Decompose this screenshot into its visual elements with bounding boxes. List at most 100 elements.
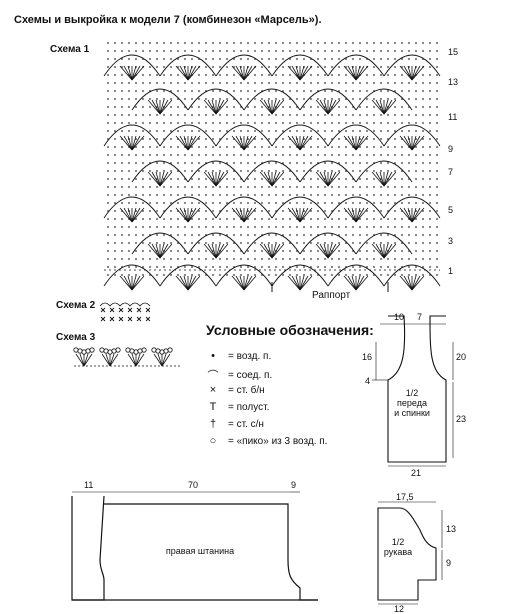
fan-stitch: [379, 243, 385, 259]
fan-stitch: [159, 99, 169, 115]
fan-stitch: [147, 99, 161, 115]
fan-stitch: [147, 171, 161, 187]
fan-stitch: [215, 171, 221, 187]
legend-item-double: † = ст. с/н: [206, 418, 264, 430]
arch-stroke: [355, 88, 413, 111]
legend-item-chain: • = возд. п.: [206, 350, 271, 362]
fan-stitch: [403, 207, 413, 223]
fan-stitch: [119, 135, 133, 151]
legend-item-label: = «пико» из 3 возд. п.: [228, 435, 328, 447]
fan-stitch: [159, 171, 173, 187]
row-number-7: 7: [448, 167, 454, 177]
arch-stroke: [131, 232, 189, 255]
fan-stitch: [267, 243, 273, 259]
fan-stitch: [123, 207, 133, 223]
fan-stitch: [411, 135, 417, 151]
arch-stroke: [327, 196, 385, 219]
fan-stitch: [399, 207, 413, 223]
arch-stroke: [355, 232, 413, 255]
fan-stitch: [399, 65, 413, 81]
fan-stitch: [299, 275, 313, 291]
scheme2-label: Схема 2: [56, 300, 96, 311]
arch-stroke: [271, 264, 329, 287]
fan-stitch: [131, 207, 141, 223]
arch-stroke: [355, 160, 413, 183]
fan-stitch: [299, 275, 309, 291]
arch-stroke: [103, 264, 161, 287]
legend-item-half-double: T = полуст.: [206, 401, 270, 413]
picot-stem: [109, 353, 115, 367]
fan-stitch: [203, 243, 217, 259]
fan-stitch: [299, 275, 305, 291]
arch-stroke: [243, 160, 301, 183]
fan-stitch: [119, 275, 133, 291]
row-number-11: 11: [448, 112, 458, 122]
picot-stem: [79, 353, 85, 367]
fan-stitch: [323, 243, 329, 259]
fan-stitch: [123, 65, 133, 81]
fan-stitch: [179, 135, 189, 151]
fan-stitch: [131, 135, 145, 151]
fan-stitch: [131, 65, 137, 81]
picot-stem: [75, 353, 85, 367]
fan-stitch: [271, 99, 281, 115]
fan-stitch: [159, 243, 169, 259]
legend-item-label: = ст. с/н: [228, 418, 264, 430]
fan-stitch: [187, 65, 201, 81]
fan-stitch: [355, 135, 365, 151]
fan-stitch: [299, 65, 305, 81]
picot-stem: [105, 353, 111, 367]
fan-stitch: [183, 275, 189, 291]
fan-stitch: [187, 207, 193, 223]
fan-stitch: [343, 275, 357, 291]
fan-stitch: [123, 135, 133, 151]
fan-stitch: [403, 65, 413, 81]
fan-stitch: [263, 99, 273, 115]
fan-stitch: [243, 207, 249, 223]
scheme3-label: Схема 3: [56, 332, 96, 343]
fan-stitch: [187, 275, 201, 291]
front-back-pattern: [372, 315, 454, 467]
dim-sleeve-top: 17,5: [396, 492, 414, 502]
fan-stitch: [231, 65, 245, 81]
fan-stitch: [235, 275, 245, 291]
fan-stitch: [259, 99, 273, 115]
row-number-5: 5: [448, 205, 454, 215]
picot-stem: [101, 353, 111, 367]
fan-stitch: [407, 65, 413, 81]
fan-stitch: [215, 99, 221, 115]
fan-stitch: [287, 65, 301, 81]
fan-stitch: [231, 207, 245, 223]
arch-stroke: [327, 124, 385, 147]
fan-stitch: [411, 207, 425, 223]
fan-stitch: [131, 275, 137, 291]
legend-item-label: = полуст.: [228, 401, 270, 413]
fan-stitch: [295, 65, 301, 81]
fan-stitch: [187, 275, 197, 291]
arch-stroke: [299, 160, 357, 183]
fan-stitch: [327, 99, 341, 115]
fan-stitch: [155, 243, 161, 259]
arch-stroke: [243, 88, 301, 111]
picot-stem: [83, 353, 89, 367]
scheme3-chart: [73, 347, 180, 367]
fan-stitch: [327, 171, 333, 187]
fan-stitch: [291, 275, 301, 291]
fan-stitch: [383, 99, 389, 115]
fan-stitch: [351, 207, 357, 223]
arch-stroke: [299, 232, 357, 255]
picot-stem: [131, 353, 137, 367]
fan-stitch: [187, 207, 197, 223]
fan-stitch: [259, 243, 273, 259]
fan-stitch: [411, 65, 425, 81]
double-crochet-icon: †: [209, 418, 217, 430]
fan-stitch: [295, 135, 301, 151]
fan-stitch: [175, 65, 189, 81]
leg-pattern: [71, 491, 318, 601]
row-number-13: 13: [448, 77, 459, 87]
fan-stitch: [299, 65, 309, 81]
fan-stitch: [299, 135, 305, 151]
fan-stitch: [151, 99, 161, 115]
fan-stitch: [355, 135, 361, 151]
arch-stroke: [243, 232, 301, 255]
